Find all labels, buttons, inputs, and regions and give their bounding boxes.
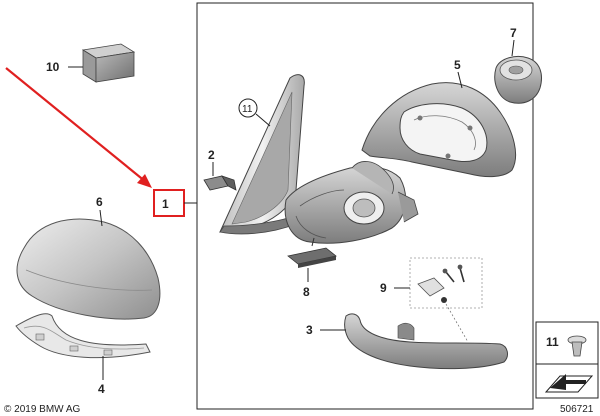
part-11-inset-frame [535, 321, 599, 399]
part-9-inset-frame [409, 257, 483, 309]
label-part-11-circle [238, 98, 258, 118]
part-8-bracket [287, 237, 337, 268]
part-2-connector [203, 175, 237, 191]
label-part-11-circled: 11 [242, 104, 253, 115]
label-part-3: 3 [306, 323, 313, 337]
highlight-arrow [5, 67, 152, 188]
label-part-7: 7 [510, 26, 517, 40]
copyright-text: © 2019 BMW AG [4, 404, 81, 415]
inset-icon-arrow [544, 374, 594, 393]
label-part-11-inset: 11 [546, 335, 559, 349]
label-part-9: 9 [380, 281, 387, 295]
label-part-8: 8 [303, 285, 310, 299]
main-assembly-frame [196, 2, 534, 410]
label-part-2: 2 [208, 148, 215, 162]
part-4-turn-signal [15, 313, 151, 359]
label-part-10: 10 [46, 60, 60, 74]
part-9-screw-set [417, 264, 465, 303]
label-part-6: 6 [96, 195, 103, 209]
part-6-mirror-cap [16, 218, 161, 320]
mirror-base-assembly [219, 74, 419, 244]
diagram-number: 506721 [560, 404, 594, 415]
part-3-lower-trim [344, 313, 508, 370]
label-part-4: 4 [98, 382, 105, 396]
part-1-highlight-box [153, 189, 185, 217]
label-part-5: 5 [454, 58, 461, 72]
part-11-clip [567, 335, 587, 357]
part-10-block [81, 43, 136, 83]
part-5-mirror-frame [361, 82, 517, 178]
part-7-motor [494, 55, 542, 104]
label-part-1: 1 [162, 197, 169, 211]
